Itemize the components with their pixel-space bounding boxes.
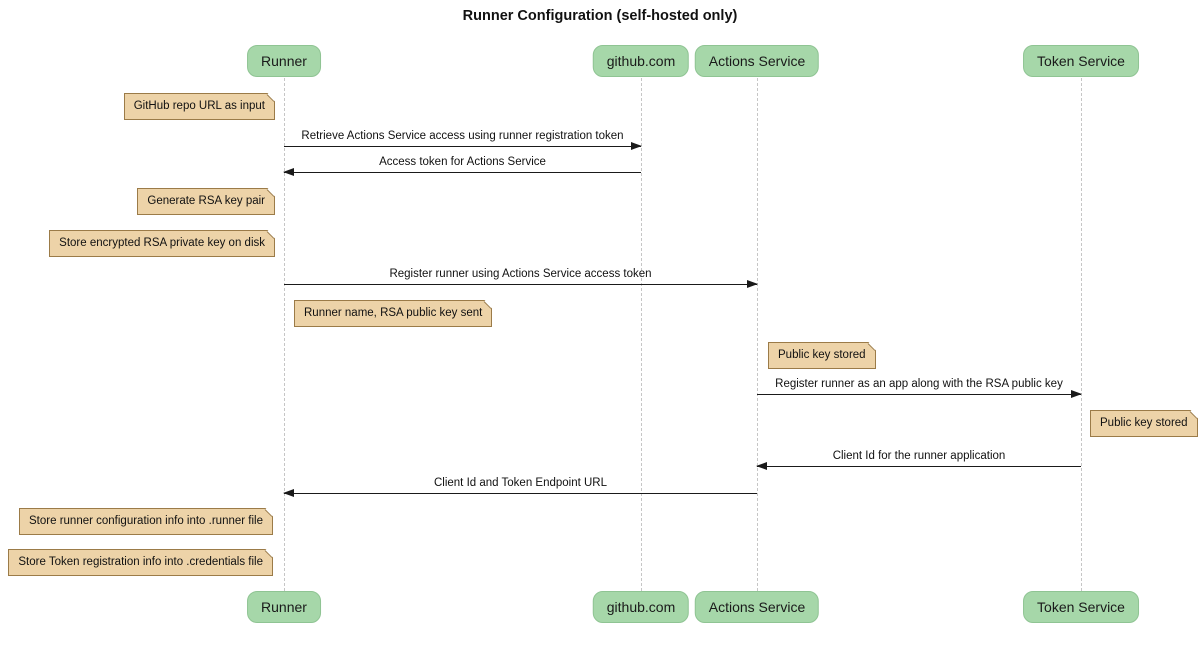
note-text: Runner name, RSA public key sent <box>304 307 483 319</box>
message-label: Client Id for the runner application <box>832 450 1006 462</box>
message-client-id-endpoint: Client Id and Token Endpoint URL <box>283 477 757 497</box>
note-generate-rsa: Generate RSA key pair <box>137 188 275 215</box>
message-label: Access token for Actions Service <box>379 156 546 168</box>
participant-label: github.com <box>606 53 676 69</box>
note-public-key-stored-token: Public key stored <box>1090 410 1198 437</box>
participant-actions-service-bottom: Actions Service <box>694 591 820 623</box>
note-text: Public key stored <box>778 349 866 361</box>
note-text: GitHub repo URL as input <box>133 100 265 112</box>
participant-label: Actions Service <box>708 53 806 69</box>
message-retrieve-actions-access: Retrieve Actions Service access using ru… <box>284 130 642 150</box>
participant-runner-bottom: Runner <box>247 591 321 623</box>
participant-label: Runner <box>261 53 307 69</box>
diagram-title: Runner Configuration (self-hosted only) <box>462 8 738 24</box>
participant-label: Token Service <box>1037 53 1125 69</box>
message-client-id: Client Id for the runner application <box>756 450 1081 470</box>
lifeline-token-service <box>1081 78 1082 591</box>
lifeline-github <box>641 78 642 591</box>
note-runner-name-sent: Runner name, RSA public key sent <box>294 300 493 327</box>
participant-actions-service-top: Actions Service <box>694 45 820 77</box>
participant-label: Runner <box>261 599 307 615</box>
note-text: Store encrypted RSA private key on disk <box>59 237 265 249</box>
participant-github-top: github.com <box>592 45 690 77</box>
message-arrow <box>284 280 758 288</box>
note-text: Public key stored <box>1100 417 1188 429</box>
note-text: Store runner configuration info into .ru… <box>29 515 263 527</box>
participant-token-service-bottom: Token Service <box>1023 591 1139 623</box>
message-arrow <box>283 168 641 176</box>
participant-label: Token Service <box>1037 599 1125 615</box>
lifeline-runner <box>284 78 285 591</box>
message-arrow <box>283 489 757 497</box>
note-store-private-key: Store encrypted RSA private key on disk <box>49 230 275 257</box>
message-arrow <box>284 142 642 150</box>
message-label: Retrieve Actions Service access using ru… <box>301 130 624 142</box>
message-register-runner: Register runner using Actions Service ac… <box>284 268 758 288</box>
message-label: Client Id and Token Endpoint URL <box>433 477 608 489</box>
participant-token-service-top: Token Service <box>1023 45 1139 77</box>
message-label: Register runner using Actions Service ac… <box>389 268 652 280</box>
participant-runner-top: Runner <box>247 45 321 77</box>
message-arrow <box>756 462 1081 470</box>
participant-label: github.com <box>606 599 676 615</box>
note-text: Store Token registration info into .cred… <box>18 556 263 568</box>
lifeline-actions-service <box>757 78 758 591</box>
participant-label: Actions Service <box>708 599 806 615</box>
note-store-credentials-file: Store Token registration info into .cred… <box>8 549 273 576</box>
message-arrow <box>757 390 1082 398</box>
message-label: Register runner as an app along with the… <box>775 378 1063 390</box>
message-register-app: Register runner as an app along with the… <box>757 378 1082 398</box>
note-store-runner-file: Store runner configuration info into .ru… <box>19 508 273 535</box>
message-access-token: Access token for Actions Service <box>283 156 641 176</box>
participant-github-bottom: github.com <box>592 591 690 623</box>
note-repo-url: GitHub repo URL as input <box>123 93 275 120</box>
note-text: Generate RSA key pair <box>147 195 265 207</box>
note-public-key-stored-actions: Public key stored <box>768 342 876 369</box>
